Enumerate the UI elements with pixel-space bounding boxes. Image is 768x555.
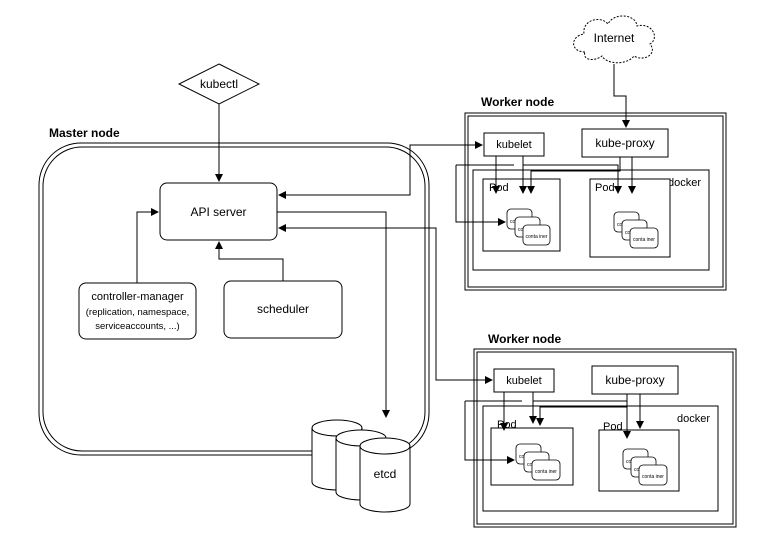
kube-proxy-box-1 [581, 128, 669, 158]
docker-label-2: docker [677, 413, 710, 425]
container-1-2 [629, 227, 659, 249]
master-node-frame [38, 142, 430, 456]
svg-text:co: co [617, 222, 623, 228]
scheduler-label: scheduler [257, 302, 309, 316]
controller-manager-box: controller-manager (replication, namespa… [78, 282, 197, 340]
internet-cloud: Internet [573, 15, 655, 64]
container-2-2 [638, 464, 668, 486]
arrow-api-etcd [277, 211, 390, 418]
controller-manager-sub2: serviceaccounts, ...) [95, 321, 179, 332]
svg-text:co: co [510, 219, 516, 225]
svg-text:co: co [519, 454, 525, 460]
api-server-label: API server [190, 205, 246, 219]
kube-proxy-label-2: kube-proxy [605, 373, 664, 387]
etcd-label: etcd [374, 467, 397, 481]
controller-manager-label: controller-manager [91, 291, 184, 303]
svg-text:co: co [527, 462, 533, 468]
arrow-controller-api [136, 208, 159, 283]
scheduler-box: scheduler [223, 280, 343, 339]
svg-text:conta iner: conta iner [633, 237, 655, 243]
pod-label-1-1: Pod [489, 182, 509, 194]
svg-text:co: co [626, 459, 632, 465]
docker-label-1: docker [668, 177, 701, 189]
arrow-scheduler-api [215, 241, 284, 281]
svg-text:co: co [634, 467, 640, 473]
worker-node-2: docker kubelet kube-proxy Pod co co cont… [473, 348, 737, 528]
api-server-box: API server [159, 182, 278, 241]
kube-proxy-label-1: kube-proxy [595, 136, 654, 150]
arrow-kubelet1-api [278, 144, 482, 199]
worker-node-1-title: Worker node [481, 95, 554, 109]
svg-text:conta iner: conta iner [642, 474, 664, 480]
container-2-1 [531, 459, 561, 481]
worker-node-2-title: Worker node [488, 332, 561, 346]
kubectl-node: kubectl [177, 63, 261, 105]
master-node-frame-inner [42, 146, 426, 452]
master-node-title: Master node [49, 126, 120, 140]
internet-label: Internet [594, 31, 635, 45]
svg-text:co: co [518, 227, 524, 233]
kubelet-label-2: kubelet [506, 375, 541, 387]
svg-text:conta iner: conta iner [526, 234, 548, 240]
kubelet-label-1: kubelet [496, 139, 531, 151]
kubelet-box-1 [483, 132, 545, 157]
kube-proxy-box-2 [591, 365, 679, 395]
kubectl-label: kubectl [200, 77, 238, 91]
svg-text:conta iner: conta iner [535, 469, 557, 475]
controller-manager-sub1: (replication, namespace, [86, 307, 190, 318]
pod-label-2-2: Pod [603, 421, 623, 433]
pod-label-2-1: Pod [497, 419, 517, 431]
arrow-internet-kubeproxy [613, 64, 630, 128]
connectors [136, 64, 644, 464]
container-1-1 [522, 224, 551, 246]
kubelet-box-2 [493, 368, 555, 393]
pod-label-1-2: Pod [595, 182, 615, 194]
worker-node-1: docker kubelet kube-proxy Pod co co cont… [464, 112, 727, 291]
svg-text:co: co [625, 230, 631, 236]
etcd-database-icon: etcd [311, 419, 411, 513]
